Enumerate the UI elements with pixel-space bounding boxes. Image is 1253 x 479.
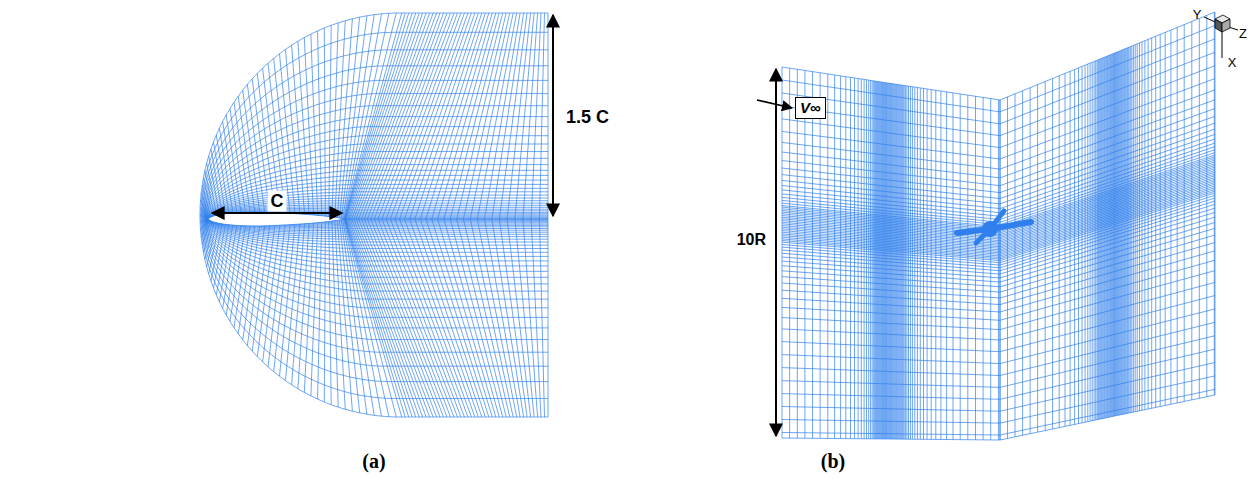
- dimension-label: 1.5 C: [566, 107, 609, 128]
- dimension-label: C: [268, 191, 287, 212]
- radial-grid-lines: [200, 13, 548, 417]
- left-face-grid: [782, 67, 1000, 440]
- c-grid-mesh: [200, 13, 548, 417]
- axis-label: Y: [1193, 7, 1202, 22]
- chord-dimension-arrow: [212, 212, 342, 214]
- axis-label: Z: [1239, 26, 1247, 41]
- axis-triad: [1204, 15, 1238, 58]
- freestream-arrow: [757, 100, 792, 108]
- panel-label: (b): [821, 450, 845, 473]
- airfoil: [208, 212, 345, 226]
- dimension-label: 10R: [737, 231, 766, 249]
- height-dimension-arrow: [552, 15, 554, 216]
- freestream-box: V∞: [795, 97, 826, 119]
- wrap-grid-lines: [200, 13, 548, 417]
- axis-label: X: [1228, 55, 1237, 70]
- panel-label: (a): [362, 450, 385, 473]
- domain-dimension-arrow: [775, 69, 777, 436]
- cube-mesh: [782, 12, 1215, 440]
- right-face-grid: [1000, 12, 1215, 440]
- freestream-label: V∞: [800, 99, 821, 116]
- rotor: [957, 211, 1031, 243]
